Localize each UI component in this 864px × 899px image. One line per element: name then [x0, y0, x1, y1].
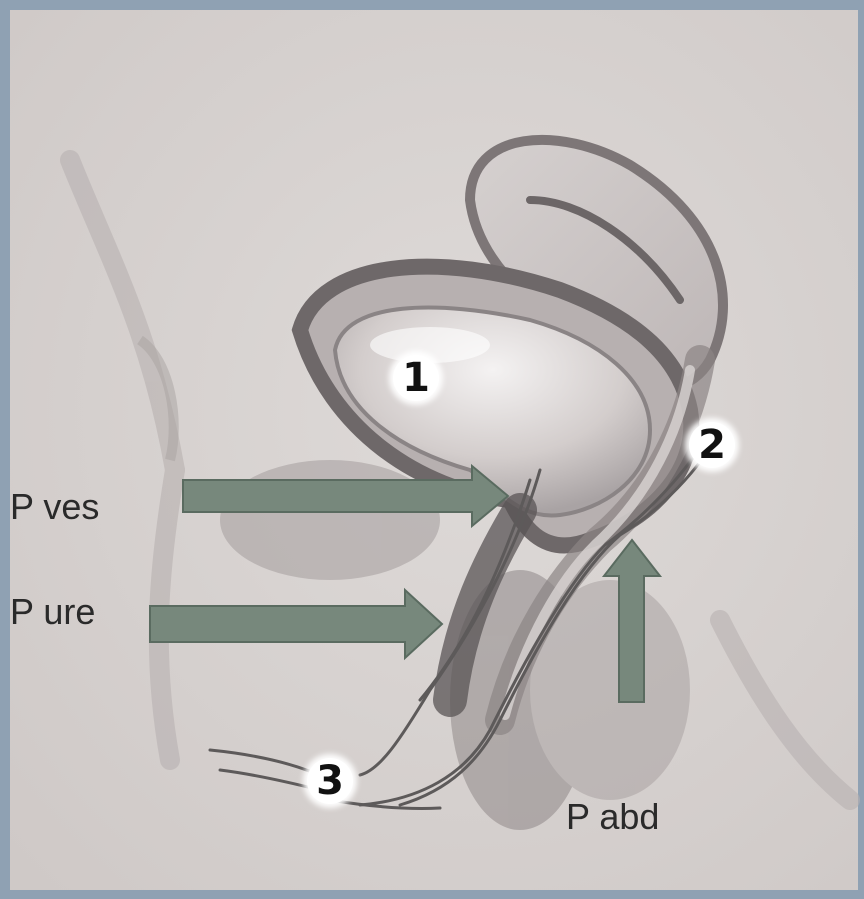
label-p-ves: P ves — [10, 489, 99, 525]
marker-1: 1 — [393, 355, 439, 401]
label-p-abd: P abd — [566, 799, 659, 835]
marker-2: 2 — [689, 422, 735, 468]
marker-3: 3 — [307, 758, 353, 804]
label-p-ure: P ure — [10, 594, 95, 630]
